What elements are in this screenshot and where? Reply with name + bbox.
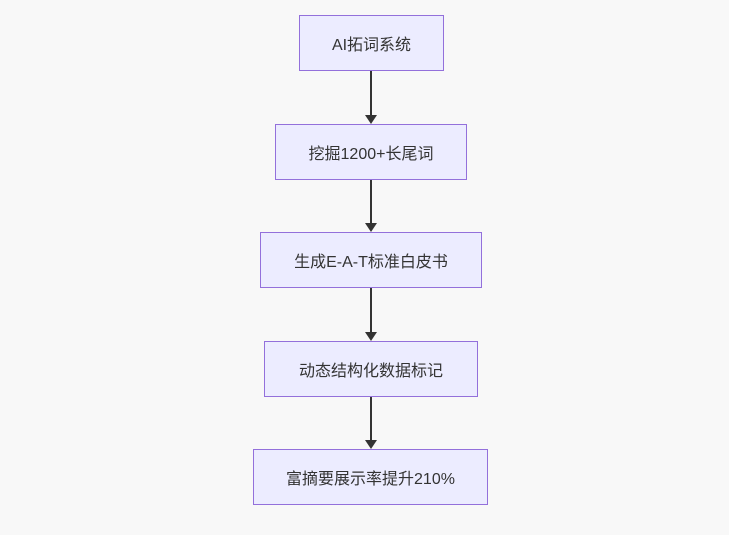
flow-node-structured-data-markup: 动态结构化数据标记 <box>264 341 478 397</box>
flow-node-longtail-keywords: 挖掘1200+长尾词 <box>275 124 467 180</box>
flow-node-rich-snippet-rate: 富摘要展示率提升210% <box>253 449 488 505</box>
arrow-down-icon <box>365 71 377 124</box>
arrow-down-icon <box>365 397 377 449</box>
arrow-down-icon <box>365 180 377 232</box>
arrow-down-icon <box>365 288 377 341</box>
flow-node-eat-whitepaper: 生成E-A-T标准白皮书 <box>260 232 482 288</box>
flow-node-ai-word-expansion: AI拓词系统 <box>299 15 444 71</box>
